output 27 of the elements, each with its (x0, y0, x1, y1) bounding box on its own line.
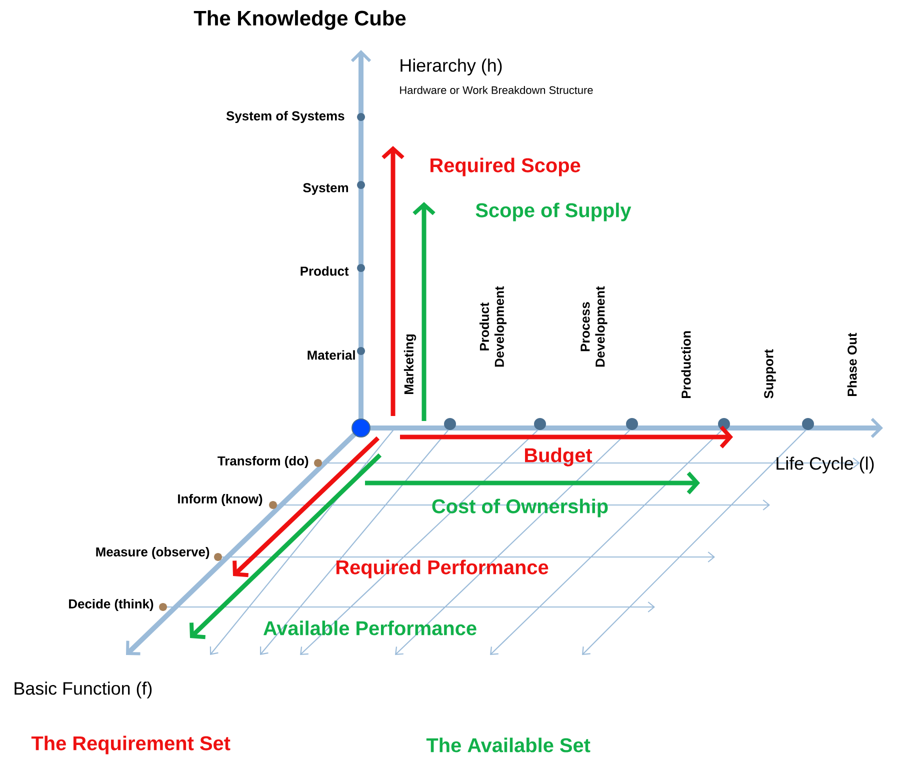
arrow-label: Available Performance (263, 620, 476, 636)
tick-label: Production (681, 331, 691, 398)
tick-label: Product Development (480, 286, 507, 367)
tick-label: System (303, 183, 348, 195)
axis-subtitle: Hardware or Work Breakdown Structure (400, 86, 593, 94)
arrow-label: Budget (525, 448, 592, 466)
axis-label: Hierarchy (h) (400, 58, 502, 76)
tick-label: Product (300, 266, 349, 276)
arrow-label: Scope of Supply (476, 202, 632, 222)
set-label: The Requirement Set (31, 736, 230, 754)
tick-label: Material (308, 350, 355, 360)
axis-label: Basic Function (f) (14, 682, 152, 698)
arrow-label: Required Scope (430, 158, 580, 176)
title: The Knowledge Cube (194, 10, 406, 30)
arrow-label: Required Performance (336, 560, 548, 578)
tick-label: Support (764, 349, 776, 398)
tick-label: Transform (do) (218, 456, 308, 468)
set-label: The Available Set (426, 738, 590, 752)
tick-label: System of Systems (226, 110, 344, 124)
tick-label: Phase Out (847, 332, 857, 396)
tick-label: Inform (know) (178, 494, 262, 506)
tick-label: Marketing (404, 334, 416, 394)
tick-label: Measure (observe) (96, 546, 210, 560)
tick-label: Decide (think) (69, 598, 154, 612)
axis-label: Life Cycle (l) (776, 456, 874, 474)
arrow-label: Cost of Ownership (432, 498, 608, 518)
tick-label: Process Development (580, 286, 608, 367)
